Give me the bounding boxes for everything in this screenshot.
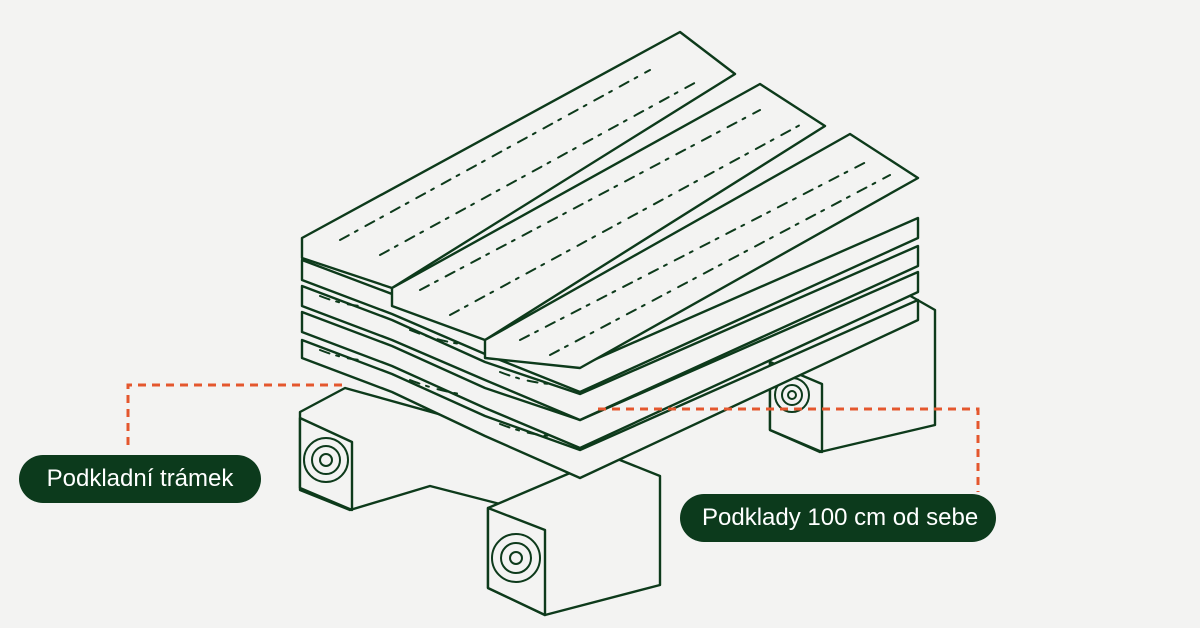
plank-stack-sides — [300, 216, 920, 480]
top-planks — [300, 30, 920, 370]
spacing-label: Podklady 100 cm od sebe — [680, 494, 996, 542]
beam-front — [486, 454, 662, 617]
beam-callout-line — [126, 383, 345, 445]
spacing-callout-line — [598, 407, 980, 492]
beam-label: Podkladní trámek — [19, 455, 261, 503]
